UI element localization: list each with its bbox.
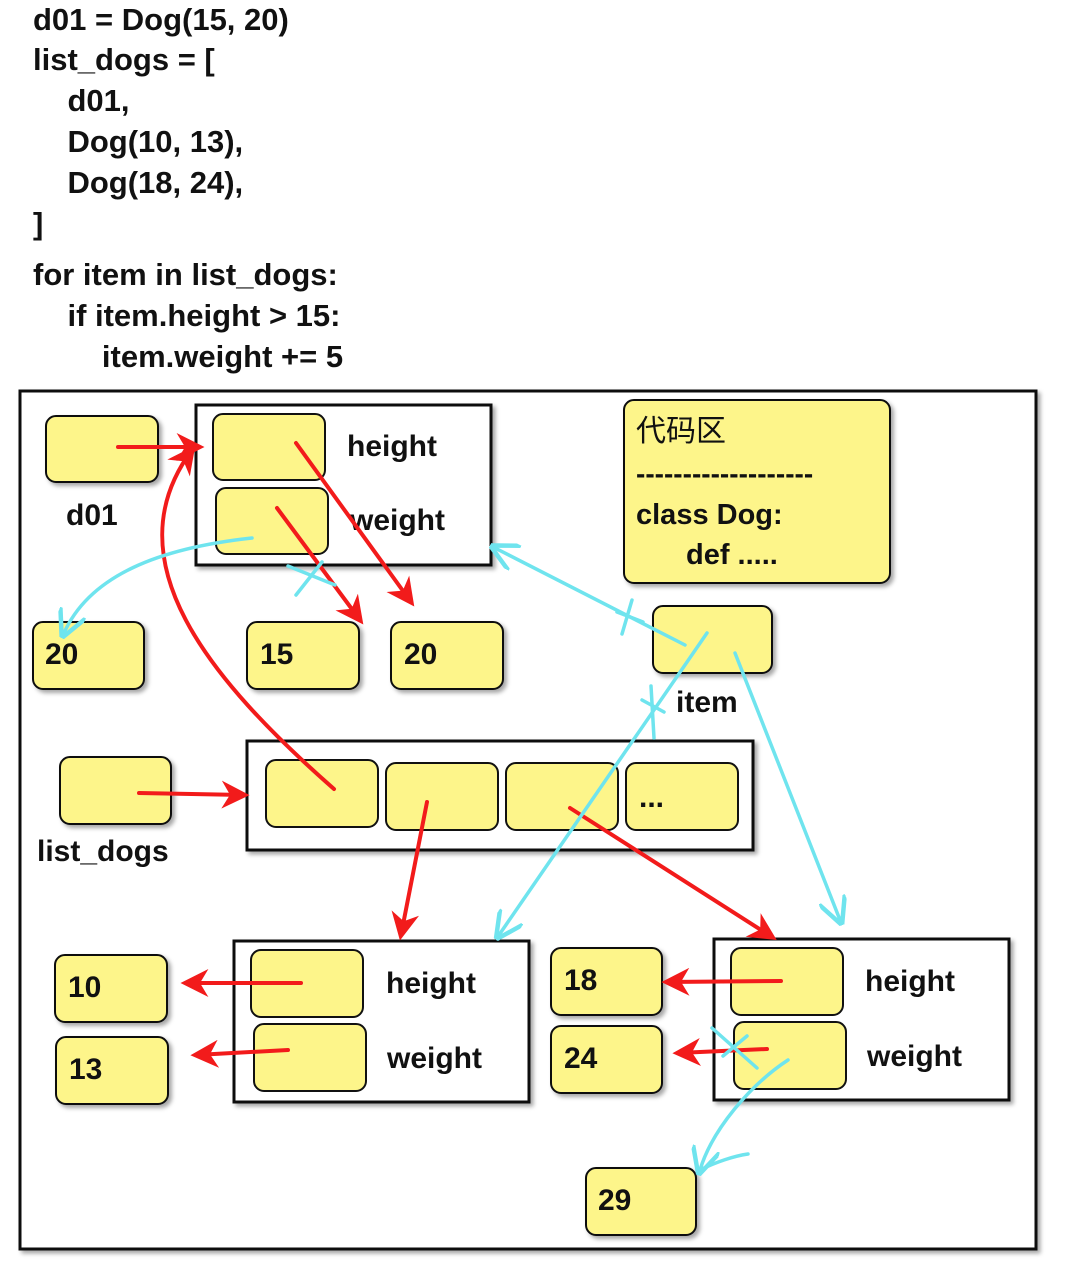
code-area-line1: class Dog:	[636, 499, 783, 531]
code-line: d01 = Dog(15, 20)	[33, 2, 289, 37]
arrow-dog1-height-to-20	[294, 441, 415, 607]
list-object: ...	[245, 739, 755, 852]
item-variable-box	[652, 605, 773, 674]
cross-mark-item-dog1	[620, 598, 634, 636]
cross-mark-old-weight-ref	[294, 560, 324, 597]
code-area-title: 代码区	[636, 414, 726, 449]
arrow-list-slot2-to-dog3	[568, 806, 777, 941]
dog2-weight-label: weight	[386, 1042, 482, 1075]
code-line: for item in list_dogs:	[33, 257, 338, 292]
value-box-24	[550, 1025, 663, 1094]
code-line: ]	[33, 206, 44, 241]
value-box-29	[585, 1167, 697, 1236]
code-line: Dog(10, 13),	[33, 124, 244, 159]
value-box-13	[55, 1036, 169, 1105]
cross-mark-item-dog1	[615, 610, 645, 624]
code-area-divider: -------------------	[636, 458, 813, 489]
arrow-list-slot0-to-dog1	[160, 445, 336, 791]
value-box-10	[54, 954, 168, 1023]
code-area-line2: def .....	[686, 539, 778, 571]
d01-label: d01	[66, 499, 118, 532]
code-line: Dog(18, 24),	[33, 165, 244, 200]
dog3-weight-slot	[733, 1021, 847, 1090]
dog-object-2: height weight	[232, 939, 531, 1104]
arrow-dog3-height-to-18	[661, 967, 783, 996]
value-20-old: 20	[45, 638, 78, 671]
dog2-weight-slot	[253, 1023, 367, 1092]
value-10: 10	[68, 971, 101, 1004]
value-13: 13	[69, 1053, 102, 1086]
code-area-box	[623, 399, 891, 584]
code-line: list_dogs = [	[33, 42, 215, 77]
value-15: 15	[260, 638, 293, 671]
dog2-height-label: height	[386, 967, 476, 1000]
list-ellipsis: ...	[639, 781, 664, 814]
dog1-weight-slot	[215, 487, 329, 555]
arrow-dog3-weight-to-24	[672, 1038, 769, 1066]
value-box-15	[246, 621, 360, 690]
cyan-arrow-29-tail	[698, 1152, 750, 1172]
list-slot-2	[505, 762, 619, 831]
arrow-dog2-weight-to-13	[190, 1039, 290, 1068]
code-line: item.weight += 5	[33, 339, 344, 374]
code-line: d01,	[33, 83, 130, 118]
value-18: 18	[564, 964, 597, 997]
dog1-height-label: height	[347, 430, 437, 463]
value-20: 20	[404, 638, 437, 671]
list-slot-0	[265, 759, 379, 828]
list-slot-3	[625, 762, 739, 831]
arrow-list-slot1-to-dog2	[391, 800, 429, 941]
dog3-height-label: height	[865, 965, 955, 998]
dog-object-3: height weight	[712, 937, 1011, 1102]
code-area: 代码区 ------------------- class Dog: def .…	[623, 399, 891, 584]
value-box-20	[390, 621, 504, 690]
arrow-list-dogs-to-list	[137, 780, 250, 809]
cross-mark-old-24-ref	[721, 1034, 749, 1058]
cross-mark-item-dog2	[649, 684, 656, 740]
dog1-weight-label: weight	[349, 504, 445, 537]
code-line: if item.height > 15:	[33, 298, 341, 333]
value-29: 29	[598, 1184, 631, 1217]
cyan-arrow-item-to-dog2	[499, 631, 709, 935]
dog1-height-slot	[212, 413, 326, 481]
cyan-arrow-dog1-weight-to-20-old	[64, 536, 254, 633]
list-dogs-variable-box	[59, 756, 172, 825]
cyan-arrow-dog3-weight-to-29	[700, 1058, 790, 1170]
dog3-weight-label: weight	[866, 1040, 962, 1073]
list-slot-1	[385, 762, 499, 831]
item-label: item	[676, 686, 738, 719]
list-dogs-label: list_dogs	[37, 835, 169, 868]
cyan-arrow-item-to-dog1	[495, 548, 687, 647]
value-24: 24	[564, 1042, 598, 1075]
cyan-arrow-item-to-dog3	[733, 651, 840, 920]
